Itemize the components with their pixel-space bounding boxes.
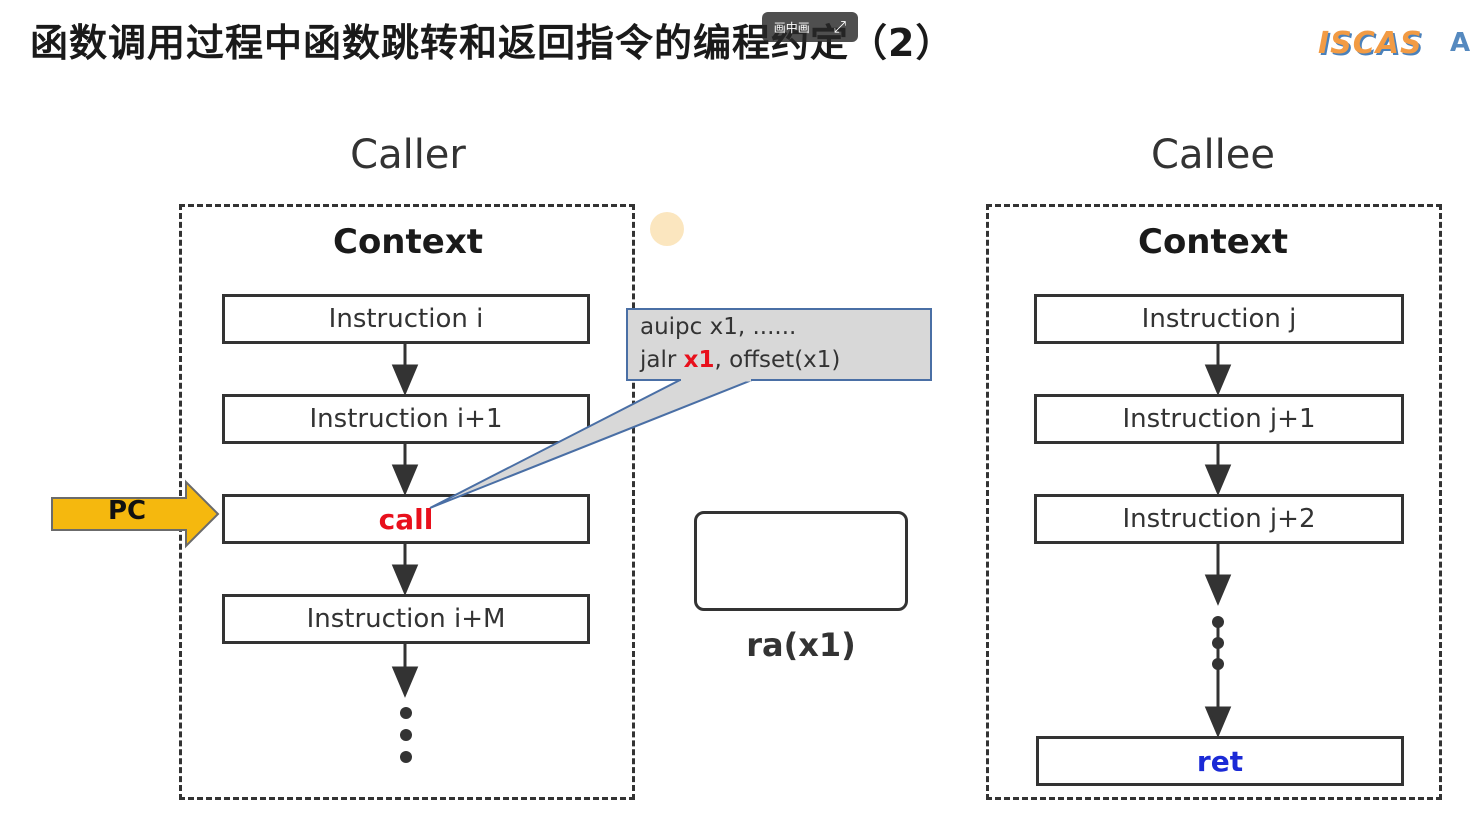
pc-arrow-icon	[51, 479, 220, 549]
callee-instruction-j-plus-1: Instruction j+1	[1034, 394, 1404, 444]
callee-context-label: Context	[1137, 222, 1289, 262]
callee-ellipsis-icon	[1212, 616, 1224, 670]
pointer-highlight	[650, 212, 684, 246]
expand-icon: ⤢	[833, 17, 847, 36]
callee-instruction-j-plus-2: Instruction j+2	[1034, 494, 1404, 544]
caller-instruction-i: Instruction i	[222, 294, 590, 344]
iscas-logo: ISCAS	[1318, 26, 1423, 61]
register-ra-label: ra(x1)	[746, 626, 856, 664]
caller-instruction-i-plus-1: Instruction i+1	[222, 394, 590, 444]
logo-partial: A	[1450, 28, 1470, 58]
caller-context-label: Context	[332, 222, 484, 262]
callee-flow-arrows	[1204, 344, 1232, 738]
callee-instruction-j: Instruction j	[1034, 294, 1404, 344]
callee-context-frame	[986, 204, 1442, 800]
callout-bubble	[429, 308, 932, 509]
pip-label: 画中画	[773, 20, 810, 35]
caller-call-instruction: call	[222, 494, 590, 544]
callout-jalr-suffix: , offset(x1)	[714, 347, 841, 373]
register-ra-box	[694, 511, 908, 611]
callout-line-auipc: auipc x1, ......	[640, 314, 797, 340]
caller-ellipsis-icon	[400, 707, 412, 763]
caller-instruction-i-plus-m: Instruction i+M	[222, 594, 590, 644]
callout-line-jalr: jalr x1, offset(x1)	[640, 347, 840, 373]
caller-flow-arrows	[391, 344, 419, 698]
caller-label: Caller	[350, 132, 466, 178]
pc-label: PC	[108, 496, 147, 526]
callee-label: Callee	[1151, 132, 1275, 178]
callout-jalr-prefix: jalr	[640, 347, 684, 373]
picture-in-picture-button[interactable]: 画中画 ⤢	[762, 12, 858, 42]
callout-jalr-register: x1	[683, 347, 715, 373]
callee-ret-instruction: ret	[1036, 736, 1404, 786]
